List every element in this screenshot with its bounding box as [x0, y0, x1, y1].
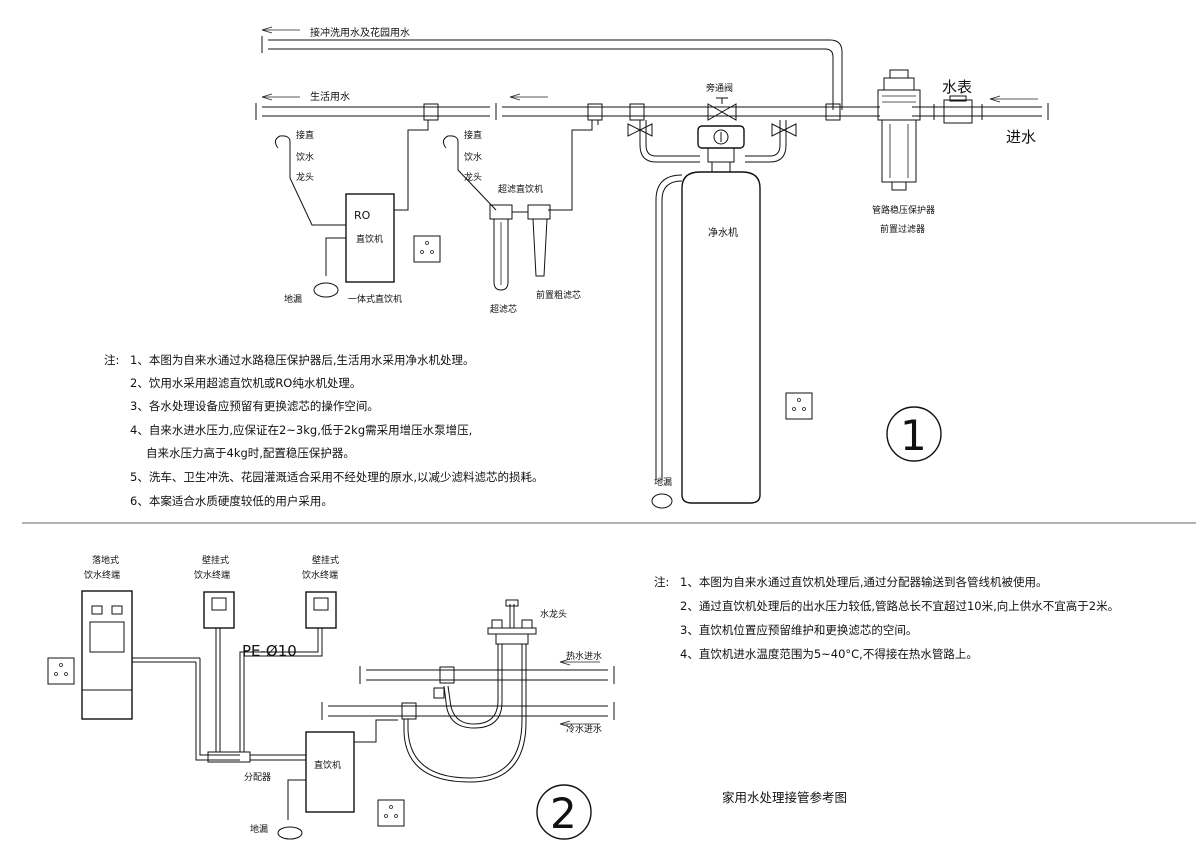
uf-machine-label: 超滤直饮机 — [498, 183, 543, 195]
circle-1-number: 1 — [900, 411, 927, 460]
wall-terminal-1-l2: 饮水终端 — [194, 569, 230, 581]
note-1-3: 3、各水处理设备应预留有更换滤芯的操作空间。 — [130, 399, 379, 413]
floor-terminal-l2: 饮水终端 — [84, 569, 120, 581]
meter-label: 水表 — [942, 78, 972, 96]
note-2-1: 1、本图为自来水通过直饮机处理后,通过分配器输送到各管线机被使用。 — [680, 575, 1047, 589]
note-1-4: 4、自来水进水压力,应保证在2~3kg,低于2kg需采用增压水泵增压, — [130, 423, 472, 437]
wall-terminal-2: 壁挂式 饮水终端 — [239, 554, 339, 752]
wall-terminal-1: 壁挂式 饮水终端 — [194, 554, 235, 752]
pipe-living-label: 生活用水 — [310, 90, 350, 103]
uf-machine-section: 接直 饮水 龙头 超滤直饮机 超滤芯 前置粗滤芯 — [442, 120, 599, 315]
wall-terminal-1-l1: 壁挂式 — [202, 554, 229, 566]
notes-1: 注: 1、本图为自来水通过水路稳压保护器后,生活用水采用净水机处理。 2、饮用水… — [104, 353, 543, 508]
inlet-label: 进水 — [1006, 128, 1036, 146]
note-1-6: 6、本案适合水质硬度较低的用户采用。 — [130, 494, 333, 508]
inlet-section: 水表 进水 — [912, 78, 1049, 146]
distributor-label: 分配器 — [244, 772, 271, 783]
cold-inlet-label: 冷水进水 — [566, 723, 602, 735]
drain-2-label: 地漏 — [654, 476, 672, 488]
floor-terminal: 落地式 饮水终端 — [47, 554, 240, 761]
hot-inlet-label: 热水进水 — [566, 650, 602, 662]
pipe-flushing-garden: 接冲洗用水及花园用水 — [261, 26, 843, 110]
note-1-1: 1、本图为自来水通过水路稳压保护器后,生活用水采用净水机处理。 — [130, 353, 474, 367]
note-2-4: 4、直饮机进水温度范围为5~40°C,不得接在热水管路上。 — [680, 647, 978, 661]
drain-label: 地漏 — [250, 823, 268, 835]
notes-2-prefix: 注: — [654, 575, 669, 589]
ro-section: 接直 饮水 龙头 RO 直饮机 地漏 一体式直饮机 — [274, 120, 441, 305]
purifier-section: 旁通阀 净水机 — [627, 82, 813, 509]
pipe-spec-label: PE-Ø10 — [242, 642, 297, 660]
protector-label-1: 管路稳压保护器 — [872, 204, 935, 216]
drain-1-label: 地漏 — [284, 293, 302, 305]
circle-2: 2 — [536, 784, 592, 840]
notes-1-prefix: 注: — [104, 353, 119, 367]
floor-terminal-l1: 落地式 — [92, 554, 119, 566]
faucet-1-l2: 饮水 — [296, 151, 314, 163]
notes-2: 注: 1、本图为自来水通过直饮机处理后,通过分配器输送到各管线机被使用。 2、通… — [654, 575, 1119, 661]
uf-cartridge-label: 超滤芯 — [490, 303, 517, 315]
wall-terminal-2-l2: 饮水终端 — [302, 569, 338, 581]
diagram-2: 落地式 饮水终端 壁挂式 饮水终端 壁挂式 — [47, 554, 1119, 840]
drawing-title: 家用水处理接管参考图 — [722, 790, 847, 805]
note-1-4b: 自来水压力高于4kg时,配置稳压保护器。 — [146, 446, 355, 460]
distributor: 分配器 — [207, 751, 306, 783]
pipe-top-label: 接冲洗用水及花园用水 — [310, 26, 410, 39]
direct-drink-label: 直饮机 — [314, 759, 341, 771]
ro-unit-label-1: RO — [354, 209, 371, 222]
note-2-2: 2、通过直饮机处理后的出水压力较低,管路总长不宜超过10米,向上供水不宜高于2米… — [680, 599, 1119, 613]
ro-unit-label-2: 直饮机 — [356, 233, 383, 245]
purifier-label: 净水机 — [708, 226, 738, 239]
protector-label-2: 前置过滤器 — [880, 223, 925, 235]
faucet-2-l1: 接直 — [464, 129, 482, 141]
faucet-1-l3: 龙头 — [296, 171, 314, 183]
note-1-2: 2、饮用水采用超滤直饮机或RO纯水机处理。 — [130, 376, 361, 390]
diagram-1: 接冲洗用水及花园用水 生活用水 — [104, 26, 1049, 509]
circle-1: 1 — [886, 406, 942, 462]
bypass-valve-label: 旁通阀 — [706, 82, 733, 94]
supply-pipes: 热水进水 冷水进水 — [321, 650, 615, 735]
note-2-3: 3、直饮机位置应预留维护和更换滤芯的空间。 — [680, 623, 917, 637]
faucet-label: 水龙头 — [540, 608, 567, 620]
circle-2-number: 2 — [550, 789, 577, 838]
direct-drink-machine: 直饮机 地漏 — [250, 719, 405, 840]
ro-caption: 一体式直饮机 — [348, 293, 402, 305]
note-1-5: 5、洗车、卫生冲洗、花园灌溉适合采用不经处理的原水,以减少滤料滤芯的损耗。 — [130, 470, 543, 484]
faucet-assembly: 水龙头 — [403, 599, 567, 783]
wall-terminal-2-l1: 壁挂式 — [312, 554, 339, 566]
faucet-1-l1: 接直 — [296, 129, 314, 141]
pre-filter-label: 前置粗滤芯 — [536, 289, 581, 301]
faucet-2-l2: 饮水 — [464, 151, 482, 163]
pipe-living-water: 生活用水 — [255, 90, 880, 121]
faucet-2-l3: 龙头 — [464, 171, 482, 183]
pipeline-protector: 管路稳压保护器 前置过滤器 — [872, 69, 935, 235]
